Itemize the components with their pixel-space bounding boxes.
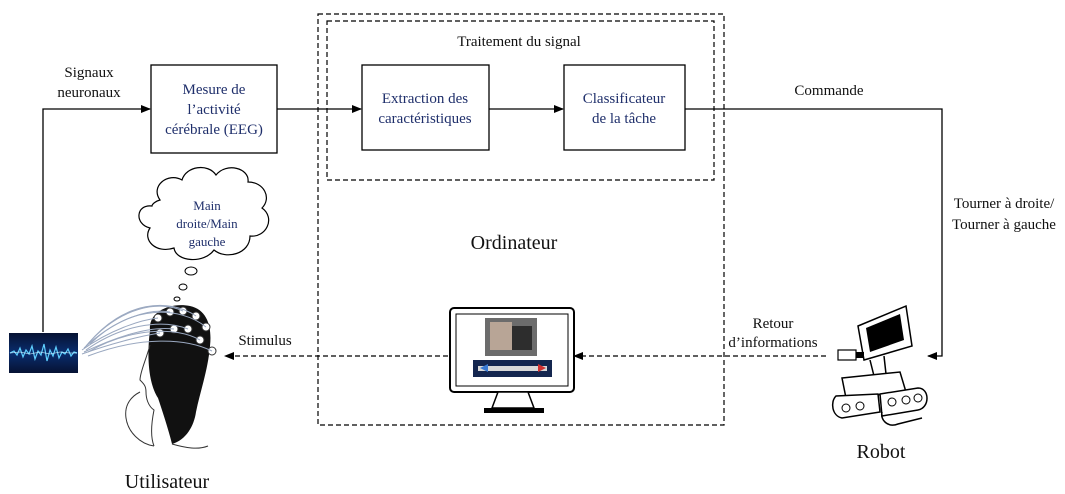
- retour-line-2: d’informations: [728, 335, 817, 351]
- extraction-line-1: Extraction des: [382, 91, 468, 107]
- classificateur-line-1: Classificateur: [583, 91, 665, 107]
- tourner-line-1: Tourner à droite/: [954, 196, 1055, 212]
- traitement-title: Traitement du signal: [457, 34, 581, 50]
- commande-label: Commande: [794, 83, 863, 99]
- thought-line-3: gauche: [189, 234, 226, 249]
- signal-arrow: [42, 105, 151, 332]
- ordinateur-label: Ordinateur: [471, 232, 558, 254]
- classificateur-line-2: de la tâche: [592, 111, 656, 127]
- tourner-line-2: Tourner à gauche: [952, 217, 1056, 233]
- classificateur-block: Classificateur de la tâche: [563, 64, 686, 151]
- retour-line-1: Retour: [753, 316, 794, 332]
- monitor-icon: [449, 307, 575, 413]
- thought-cloud-icon: Main droite/Main gauche: [138, 167, 270, 302]
- mesure-block: Mesure de l’activité cérébrale (EEG): [150, 64, 278, 154]
- traitement-region: [326, 20, 715, 181]
- mesure-line-1: Mesure de: [183, 82, 246, 98]
- commande-arrow: [685, 108, 943, 360]
- stimulus-label: Stimulus: [238, 333, 292, 349]
- extraction-block: Extraction des caractéristiques: [361, 64, 490, 151]
- thought-line-2: droite/Main: [176, 216, 238, 231]
- user-head-icon: [81, 304, 217, 449]
- extraction-line-2: caractéristiques: [378, 111, 471, 127]
- eeg-signal-icon: [9, 333, 78, 373]
- signaux-line-1: Signaux: [64, 65, 114, 81]
- robot-icon: [831, 304, 928, 426]
- mesure-line-3: cérébrale (EEG): [165, 122, 263, 138]
- thought-line-1: Main: [193, 198, 221, 213]
- robot-label: Robot: [857, 441, 906, 463]
- ordinateur-region: [317, 13, 725, 426]
- mesure-line-2: l’activité: [187, 102, 241, 118]
- utilisateur-label: Utilisateur: [125, 471, 210, 493]
- signaux-line-2: neuronaux: [57, 85, 121, 101]
